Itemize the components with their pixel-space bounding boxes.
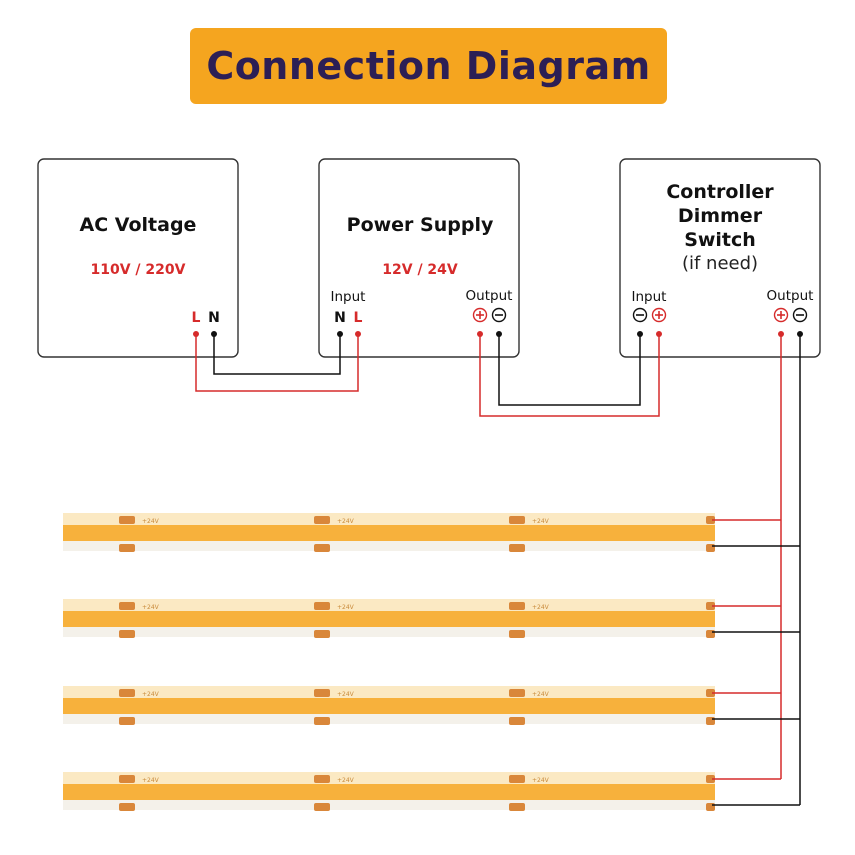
- strip-voltage-marking: +24V: [532, 777, 550, 784]
- strip-voltage-marking: +24V: [142, 604, 160, 611]
- strip-bottom-edge: [63, 541, 715, 551]
- strip-top-edge: [63, 599, 715, 611]
- led-strip: +24V +24V +24V: [63, 772, 800, 811]
- controller-box: Controller Dimmer Switch (if need) Input…: [619, 158, 821, 358]
- strip-top-edge: [63, 772, 715, 784]
- psu-pin-l-label: L: [354, 310, 363, 326]
- strip-bottom-edge: [63, 714, 715, 724]
- end-pad: [706, 803, 715, 811]
- solder-pad: [119, 602, 135, 610]
- controller-title-line3: Switch: [684, 229, 756, 251]
- controller-output-positive-icon: [773, 307, 789, 323]
- power-supply-voltage: 12V / 24V: [382, 262, 458, 278]
- solder-pad: [509, 689, 525, 697]
- controller-input-positive-icon: [651, 307, 667, 323]
- solder-pad: [509, 544, 525, 552]
- solder-pad: [314, 516, 330, 524]
- title-banner: Connection Diagram: [190, 28, 667, 104]
- solder-pad: [119, 717, 135, 725]
- strip-bottom-edge: [63, 800, 715, 810]
- end-pad: [706, 544, 715, 552]
- diagram-title: Connection Diagram: [206, 44, 651, 88]
- solder-pad: [314, 544, 330, 552]
- end-pad: [706, 717, 715, 725]
- controller-title-line1: Controller: [666, 181, 774, 203]
- strip-voltage-marking: +24V: [142, 777, 160, 784]
- solder-pad: [314, 630, 330, 638]
- solder-pad: [119, 516, 135, 524]
- controller-title-line2: Dimmer: [678, 205, 763, 227]
- psu-positive-icon: [472, 307, 488, 323]
- psu-to-controller-wires: [479, 334, 660, 417]
- psu-input-label: Input: [331, 289, 366, 305]
- strip-voltage-marking: +24V: [532, 604, 550, 611]
- terminal-dots: [193, 331, 803, 337]
- end-pad: [706, 689, 715, 697]
- led-strips: +24V+24V+24V+24V+24V+24V+24V+24V+24V+24V…: [63, 513, 800, 811]
- power-supply-box: Power Supply 12V / 24V Input Output N L: [318, 158, 520, 358]
- led-strip: +24V +24V +24V: [63, 599, 800, 638]
- solder-pad: [314, 803, 330, 811]
- power-supply-title: Power Supply: [347, 214, 494, 236]
- end-pad: [706, 602, 715, 610]
- controller-input-label: Input: [632, 289, 667, 305]
- ac-to-psu-wires: [195, 334, 359, 392]
- strip-voltage-marking: +24V: [337, 518, 355, 525]
- solder-pad: [119, 803, 135, 811]
- strip-voltage-marking: +24V: [532, 518, 550, 525]
- solder-pad: [314, 689, 330, 697]
- solder-pad: [119, 544, 135, 552]
- solder-pad: [509, 516, 525, 524]
- controller-input-negative-icon: [632, 307, 648, 323]
- ac-pin-l-label: L: [192, 310, 201, 326]
- psu-output-label: Output: [466, 288, 513, 304]
- solder-pad: [314, 775, 330, 783]
- strip-bottom-edge: [63, 627, 715, 637]
- led-strip: +24V +24V +24V: [63, 513, 800, 552]
- strip-top-edge: [63, 513, 715, 525]
- end-pad: [706, 775, 715, 783]
- controller-output-label: Output: [767, 288, 814, 304]
- controller-output-negative-icon: [792, 307, 808, 323]
- solder-pad: [314, 717, 330, 725]
- strip-voltage-marking: +24V: [532, 691, 550, 698]
- solder-pad: [119, 630, 135, 638]
- solder-pad: [509, 803, 525, 811]
- led-strip: +24V +24V +24V: [63, 686, 800, 725]
- solder-pad: [509, 630, 525, 638]
- solder-pad: [119, 689, 135, 697]
- psu-negative-icon: [491, 307, 507, 323]
- controller-note: (if need): [682, 253, 758, 274]
- solder-pad: [509, 602, 525, 610]
- solder-pad: [314, 602, 330, 610]
- end-pad: [706, 516, 715, 524]
- strip-voltage-marking: +24V: [337, 777, 355, 784]
- ac-voltage-title: AC Voltage: [80, 214, 197, 236]
- strip-voltage-marking: +24V: [337, 691, 355, 698]
- solder-pad: [509, 717, 525, 725]
- solder-pad: [119, 775, 135, 783]
- ac-voltage-box: AC Voltage 110V / 220V L N: [37, 158, 239, 358]
- strip-voltage-marking: +24V: [142, 518, 160, 525]
- strip-top-edge: [63, 686, 715, 698]
- end-pad: [706, 630, 715, 638]
- psu-pin-n-label: N: [334, 310, 346, 326]
- ac-pin-n-label: N: [208, 310, 220, 326]
- solder-pad: [509, 775, 525, 783]
- ac-voltage-value: 110V / 220V: [91, 262, 186, 278]
- strip-voltage-marking: +24V: [337, 604, 355, 611]
- strip-voltage-marking: +24V: [142, 691, 160, 698]
- controller-output-trunk: [780, 334, 801, 805]
